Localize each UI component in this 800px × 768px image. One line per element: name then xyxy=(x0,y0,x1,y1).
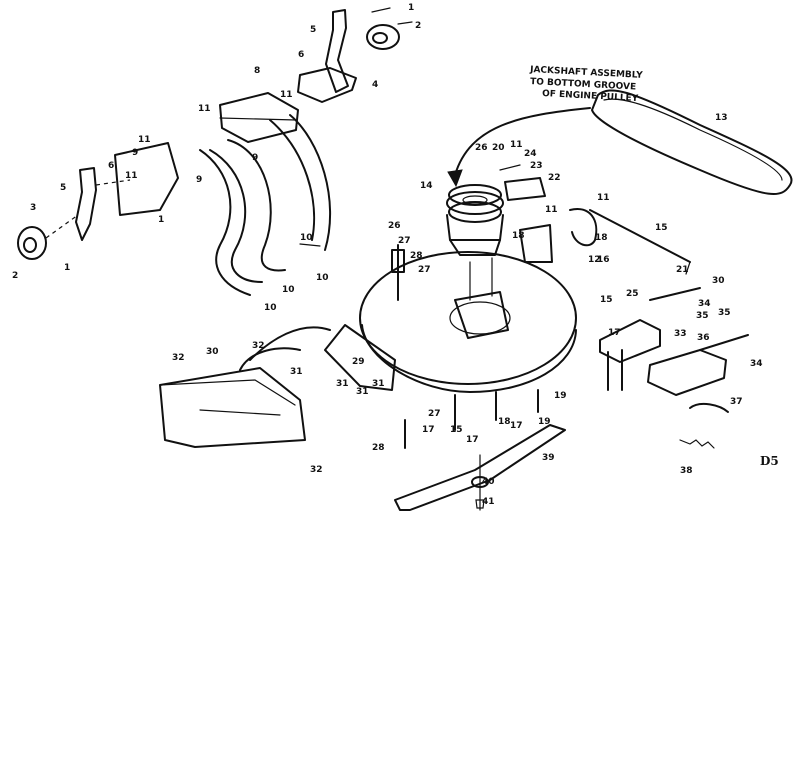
callout: 9 xyxy=(132,148,138,158)
callout: 17 xyxy=(608,328,621,338)
callout: 2 xyxy=(12,271,18,281)
callout: 24 xyxy=(524,149,537,159)
callout: 20 xyxy=(492,143,505,153)
callout: 18 xyxy=(498,417,511,427)
callout: 30 xyxy=(712,276,725,286)
mower-deck xyxy=(249,251,577,393)
callout: 17 xyxy=(466,435,479,445)
callout: 18 xyxy=(595,233,608,243)
callout: 3 xyxy=(30,203,36,213)
callout: 31 xyxy=(336,379,349,389)
callout: 19 xyxy=(554,391,567,401)
callout: 10 xyxy=(282,285,295,295)
callout: 33 xyxy=(674,329,687,339)
idler-pulley-left xyxy=(17,214,79,260)
mower-blade xyxy=(394,424,566,511)
callout: 35 xyxy=(718,308,731,318)
callout: 13 xyxy=(715,113,728,123)
v-belt xyxy=(591,89,793,195)
callout: 9 xyxy=(196,175,202,185)
idler-arm-left xyxy=(75,142,179,241)
arrow-head xyxy=(447,169,463,188)
callout: 40 xyxy=(482,477,495,487)
callout: 32 xyxy=(252,341,265,351)
callout: 22 xyxy=(548,173,561,183)
callout: 29 xyxy=(352,357,365,367)
callout: 11 xyxy=(138,135,151,145)
callout: 32 xyxy=(310,465,323,475)
callout: 21 xyxy=(676,265,689,275)
callout: 28 xyxy=(410,251,423,261)
jackshaft-arrow xyxy=(454,107,591,176)
discharge-chute xyxy=(159,347,306,448)
callout: 15 xyxy=(600,295,613,305)
callout: 8 xyxy=(254,66,260,76)
mounting-bracket-top xyxy=(219,9,357,143)
callout: 19 xyxy=(538,417,551,427)
callout: 36 xyxy=(697,333,710,343)
callout: 39 xyxy=(542,453,555,463)
callout: 11 xyxy=(510,140,523,150)
callout: 35 xyxy=(696,311,709,321)
jackshaft-note: JACKSHAFT ASSEMBLY TO BOTTOM GROOVE OF E… xyxy=(529,65,643,104)
callout: 1 xyxy=(158,215,164,225)
callout: 4 xyxy=(372,80,378,90)
callout: 28 xyxy=(372,443,385,453)
callout: 34 xyxy=(698,299,711,309)
callout: 27 xyxy=(428,409,441,419)
callout: 14 xyxy=(420,181,433,191)
callout: 31 xyxy=(372,379,385,389)
callout: 23 xyxy=(530,161,543,171)
callout: 1 xyxy=(64,263,70,273)
callout: 26 xyxy=(475,143,488,153)
callout: 5 xyxy=(60,183,66,193)
callout: 26 xyxy=(388,221,401,231)
callout: 27 xyxy=(418,265,431,275)
callout: 11 xyxy=(597,193,610,203)
callout: 15 xyxy=(450,425,463,435)
callout: 16 xyxy=(597,255,610,265)
callout: 9 xyxy=(252,153,258,163)
callout: 41 xyxy=(482,497,495,507)
callout: 37 xyxy=(730,397,743,407)
callout: 2 xyxy=(415,21,421,31)
callout: 25 xyxy=(626,289,639,299)
callout: 31 xyxy=(290,367,303,377)
callout: 6 xyxy=(108,161,114,171)
callout: 11 xyxy=(545,205,558,215)
deck-hardware xyxy=(391,244,539,449)
jackshaft-pulley xyxy=(446,184,504,256)
belt-guide-hardware xyxy=(499,164,691,275)
callout: 5 xyxy=(310,25,316,35)
callout: 17 xyxy=(422,425,435,435)
height-adjust-bracket xyxy=(599,287,749,449)
callout: 32 xyxy=(172,353,185,363)
control-cables xyxy=(199,114,332,296)
callout: 11 xyxy=(198,104,211,114)
callout: 17 xyxy=(510,421,523,431)
callout: 12 xyxy=(588,255,601,265)
callout: 27 xyxy=(398,236,411,246)
callout: 34 xyxy=(750,359,763,369)
callout: 10 xyxy=(300,233,313,243)
callout: 15 xyxy=(655,223,668,233)
callout: 10 xyxy=(264,303,277,313)
callout: 30 xyxy=(206,347,219,357)
callout: 11 xyxy=(280,90,293,100)
callout: 38 xyxy=(680,466,693,476)
callout-numbers: 1 2 5 6 4 8 11 11 9 3 2 1 5 6 11 9 11 9 … xyxy=(12,3,763,507)
callout: 10 xyxy=(316,273,329,283)
callout: 31 xyxy=(356,387,369,397)
callout: 1 xyxy=(408,3,414,13)
idler-pulley-top xyxy=(366,7,413,50)
callout: 18 xyxy=(512,231,525,241)
callout: 11 xyxy=(125,171,138,181)
diagram-code: D5 xyxy=(760,454,779,468)
callout: 6 xyxy=(298,50,304,60)
